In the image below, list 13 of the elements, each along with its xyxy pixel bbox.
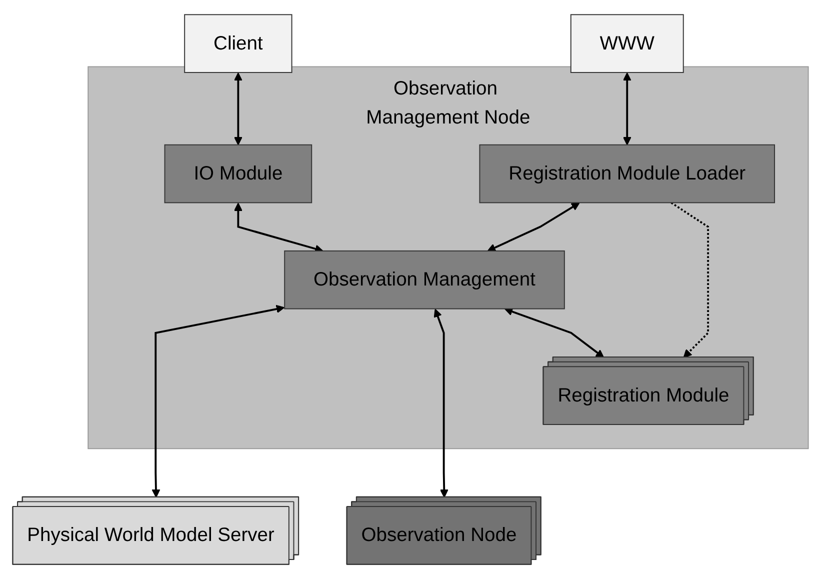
arrow: [434, 308, 448, 498]
arrow: [234, 72, 242, 146]
node-box: IO Module: [164, 144, 312, 204]
arrow: [622, 72, 632, 146]
arrow: [670, 202, 710, 358]
arrow: [152, 304, 285, 498]
node-box: Client: [184, 14, 292, 73]
node-box: WWW: [570, 14, 684, 73]
arrow: [487, 202, 580, 252]
arrow: [504, 308, 604, 358]
node-box: Registration Module Loader: [479, 144, 776, 204]
arrow: [234, 202, 324, 253]
node-box: Observation Management: [284, 250, 565, 310]
